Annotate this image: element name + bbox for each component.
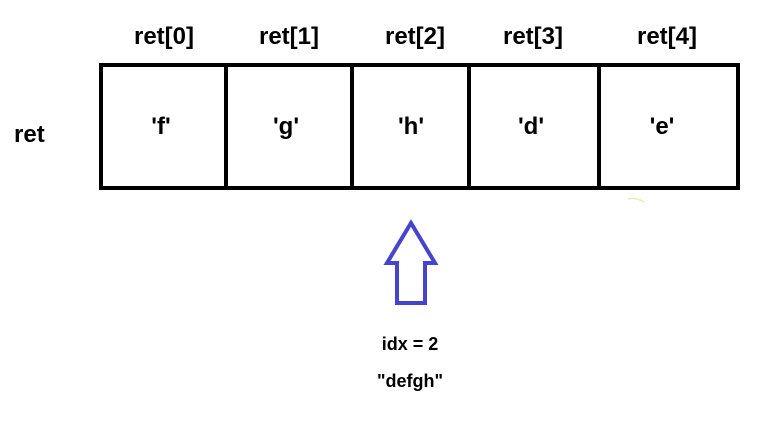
source-string-label: "defgh" xyxy=(376,371,444,391)
cell-divider xyxy=(597,67,601,186)
pointer-arrow xyxy=(383,219,439,305)
cell-divider xyxy=(467,67,471,186)
cell-value-1: 'g' xyxy=(272,113,300,140)
index-label-1: ret[1] xyxy=(258,23,319,50)
index-label-0: ret[0] xyxy=(133,23,194,50)
cell-value-0: 'f' xyxy=(151,113,171,140)
pointer-index-label: idx = 2 xyxy=(381,334,439,354)
array-box xyxy=(99,63,740,190)
up-arrow-icon xyxy=(383,219,439,305)
cell-divider xyxy=(350,67,354,186)
cell-value-3: 'd' xyxy=(517,113,545,140)
speck-mark xyxy=(627,197,645,203)
index-label-3: ret[3] xyxy=(502,23,563,50)
cell-value-2: 'h' xyxy=(397,113,425,140)
cell-value-4: 'e' xyxy=(649,113,675,140)
array-name-label: ret xyxy=(14,121,45,148)
index-label-2: ret[2] xyxy=(384,23,445,50)
index-label-4: ret[4] xyxy=(636,23,697,50)
cell-divider xyxy=(224,67,228,186)
